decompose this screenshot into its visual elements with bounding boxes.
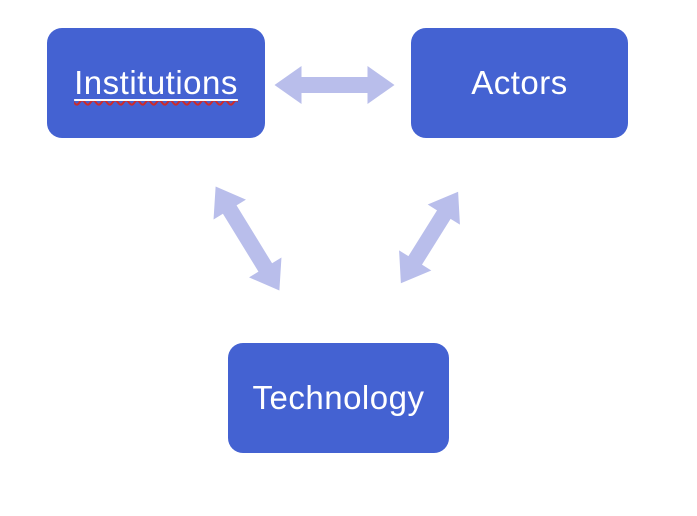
double-arrow-institutions-actors-icon[interactable] [274,66,395,104]
node-technology-label: Technology [252,379,425,417]
double-arrow-technology-actors-icon[interactable] [385,182,474,294]
node-institutions-label-text: Institutions [74,64,238,102]
double-arrow-institutions-technology-icon[interactable] [199,177,295,301]
node-technology[interactable]: Technology [228,343,449,453]
node-institutions[interactable]: Institutions [47,28,265,138]
node-actors[interactable]: Actors [411,28,628,138]
node-actors-label: Actors [471,64,568,102]
node-institutions-label: Institutions [74,63,238,103]
